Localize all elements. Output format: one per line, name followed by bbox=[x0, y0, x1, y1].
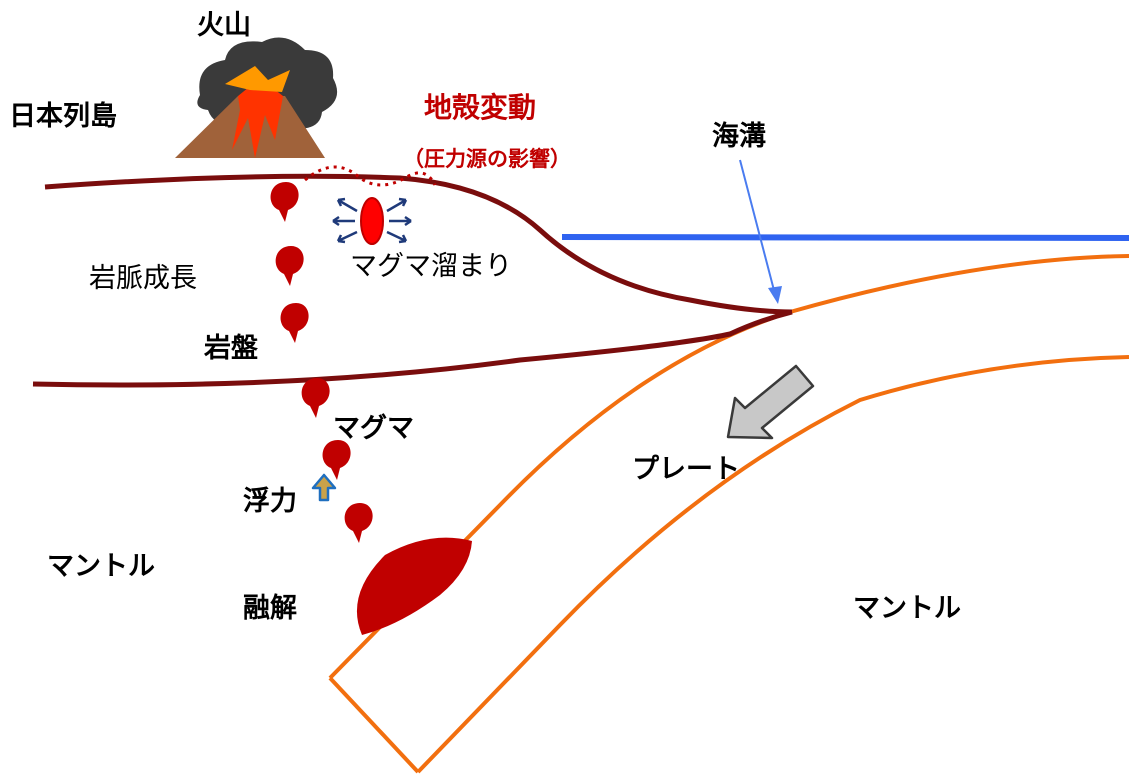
magma-label: マグマ bbox=[333, 412, 414, 444]
crust-bottom-surface bbox=[32, 309, 793, 388]
plate-leading-edge bbox=[328, 676, 420, 774]
magma-chamber-label: マグマ溜まり bbox=[350, 251, 512, 282]
ocean-surface-line bbox=[561, 234, 1129, 241]
melt-zone bbox=[356, 537, 472, 635]
plate-label: プレート bbox=[632, 454, 740, 485]
magma-chamber-body bbox=[360, 197, 384, 245]
bedrock-label: 岩盤 bbox=[203, 333, 259, 364]
mantle-left-label: マントル bbox=[47, 551, 155, 582]
mantle-right-label: マントル bbox=[853, 593, 961, 624]
volcano-label: 火山 bbox=[197, 10, 251, 41]
magma-blob bbox=[322, 440, 351, 480]
continental-crust bbox=[32, 173, 793, 388]
magma-blob bbox=[301, 378, 330, 418]
crustal-deformation-label: 地殻変動 bbox=[424, 91, 536, 124]
up-arrow-icon bbox=[311, 473, 337, 502]
dike-growth-label: 岩脈成長 bbox=[89, 263, 197, 294]
trench-label: 海溝 bbox=[712, 121, 766, 152]
down-left-arrow-icon bbox=[726, 364, 815, 440]
volcano-lava bbox=[232, 78, 283, 158]
buoyancy-label: 浮力 bbox=[243, 486, 297, 517]
volcano-lava-flare bbox=[225, 66, 290, 92]
magma-chamber bbox=[332, 197, 412, 245]
trench-pointer bbox=[739, 159, 782, 304]
volcano-icon bbox=[175, 37, 338, 158]
crustal-deformation-dome bbox=[304, 165, 437, 187]
magma-blob bbox=[275, 246, 304, 286]
crust-top-surface bbox=[44, 173, 793, 315]
melting-label: 融解 bbox=[243, 593, 297, 624]
rising-magma-blobs bbox=[270, 182, 373, 543]
outward-arrows-icon bbox=[332, 197, 412, 244]
magma-blob bbox=[280, 303, 309, 343]
pressure-source-label: （圧力源の影響） bbox=[403, 147, 571, 171]
magma-blob bbox=[270, 182, 299, 222]
japan-islands-label: 日本列島 bbox=[9, 101, 117, 132]
magma-blob bbox=[344, 503, 373, 543]
plate-bottom-boundary bbox=[416, 355, 1129, 774]
